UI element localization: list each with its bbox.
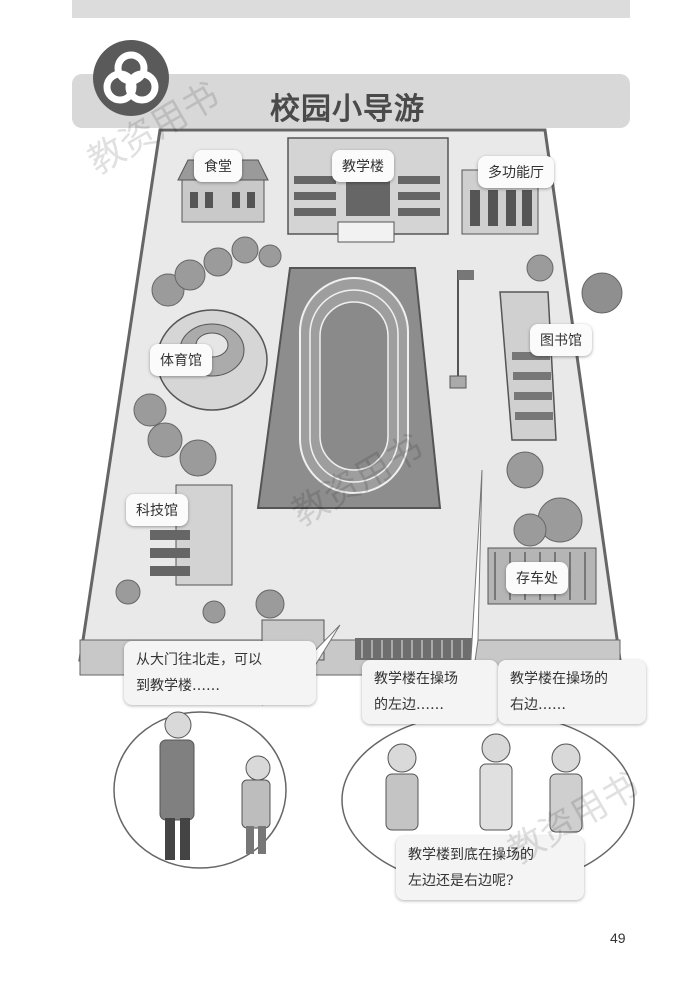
label-bike-shed: 存车处 <box>506 562 568 594</box>
numeral-eight-icon <box>103 51 159 104</box>
label-multipurpose-hall: 多功能厅 <box>478 156 554 188</box>
bubble-line: 到教学楼…… <box>136 678 220 694</box>
bubble-line: 教学楼在操场 <box>374 671 458 687</box>
bubble-line: 教学楼到底在操场的 <box>408 847 534 863</box>
bubble-line: 教学楼在操场的 <box>510 671 608 687</box>
bubble-line: 从大门往北走，可以 <box>136 652 262 668</box>
speech-bubble-question: 教学楼到底在操场的 左边还是右边呢? <box>396 836 584 900</box>
speech-bubble-girl: 教学楼在操场的 右边…… <box>498 660 646 724</box>
speech-bubble-teacher: 从大门往北走，可以 到教学楼…… <box>124 641 316 705</box>
label-gym: 体育馆 <box>150 344 212 376</box>
lesson-title: 校园小导游 <box>270 92 425 127</box>
page-top-bar <box>72 0 630 18</box>
bubble-line: 右边…… <box>510 697 566 713</box>
lesson-number-badge <box>93 40 169 116</box>
bubble-line: 的左边…… <box>374 697 444 713</box>
label-library: 图书馆 <box>530 324 592 356</box>
bubble-line: 左边还是右边呢? <box>408 873 514 889</box>
label-tech-hall: 科技馆 <box>126 494 188 526</box>
label-teaching-building: 教学楼 <box>332 150 394 182</box>
label-canteen: 食堂 <box>194 150 242 182</box>
speech-bubble-boy: 教学楼在操场 的左边…… <box>362 660 498 724</box>
page-number: 49 <box>610 930 626 946</box>
